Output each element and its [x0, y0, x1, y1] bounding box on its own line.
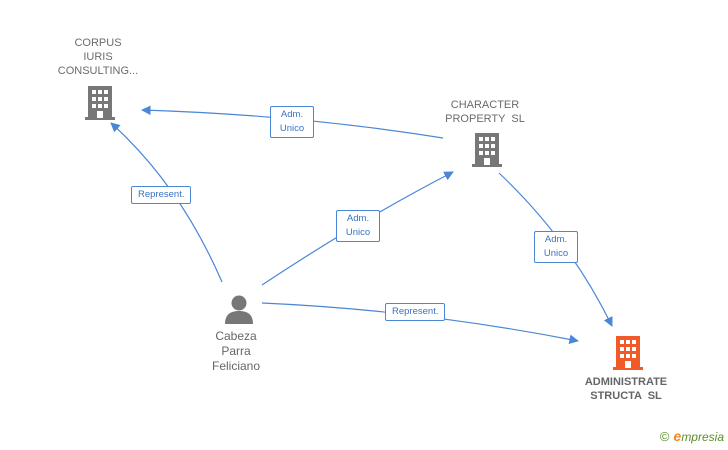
node-label-person: Cabeza Parra Feliciano: [186, 329, 286, 374]
node-label-character: CHARACTER PROPERTY SL: [425, 98, 545, 126]
node-label-line: Parra: [221, 344, 251, 358]
building-icon[interactable]: [613, 336, 643, 370]
node-label-line: PROPERTY SL: [445, 113, 525, 125]
edge-label-line: Adm.: [544, 234, 568, 245]
edge-label-line: Adm.: [346, 213, 370, 224]
edge-label-character-to-administrate[interactable]: Adm. Unico: [534, 231, 578, 263]
building-icon[interactable]: [85, 86, 115, 120]
edge-label-character-to-corpus[interactable]: Adm. Unico: [270, 106, 314, 138]
edge-label-line: Unico: [279, 123, 305, 134]
node-label-line: IURIS: [83, 51, 113, 63]
edge-label-person-to-corpus[interactable]: Represent.: [131, 186, 192, 204]
node-label-line: Feliciano: [211, 359, 261, 373]
node-label-corpus: CORPUS IURIS CONSULTING...: [48, 36, 148, 78]
edge-label-line: Adm.: [280, 109, 304, 120]
node-label-line: CHARACTER: [450, 99, 520, 111]
edge-label-line: Unico: [345, 227, 371, 238]
building-icon[interactable]: [472, 133, 502, 167]
brand-name: mpresia: [681, 430, 724, 444]
edge-label-line: Unico: [543, 248, 569, 259]
edge-label-person-to-administrate[interactable]: Represent.: [385, 303, 446, 321]
node-label-line: CONSULTING...: [57, 65, 139, 77]
copyright-icon: ©: [659, 429, 670, 444]
edge-label-person-to-character[interactable]: Adm. Unico: [336, 210, 380, 242]
brand-watermark: ©empresia: [660, 428, 724, 444]
edge-label-line: Represent.: [138, 189, 185, 200]
node-label-administrate: ADMINISTRATE STRUCTA SL: [566, 375, 686, 403]
node-label-line: Cabeza: [215, 329, 257, 343]
brand-initial: e: [673, 428, 682, 444]
node-label-line: ADMINISTRATE: [584, 376, 668, 388]
node-label-line: CORPUS: [74, 37, 122, 49]
person-icon[interactable]: [224, 294, 254, 324]
edge-label-line: Represent.: [392, 306, 439, 317]
node-label-line: STRUCTA SL: [590, 390, 662, 402]
